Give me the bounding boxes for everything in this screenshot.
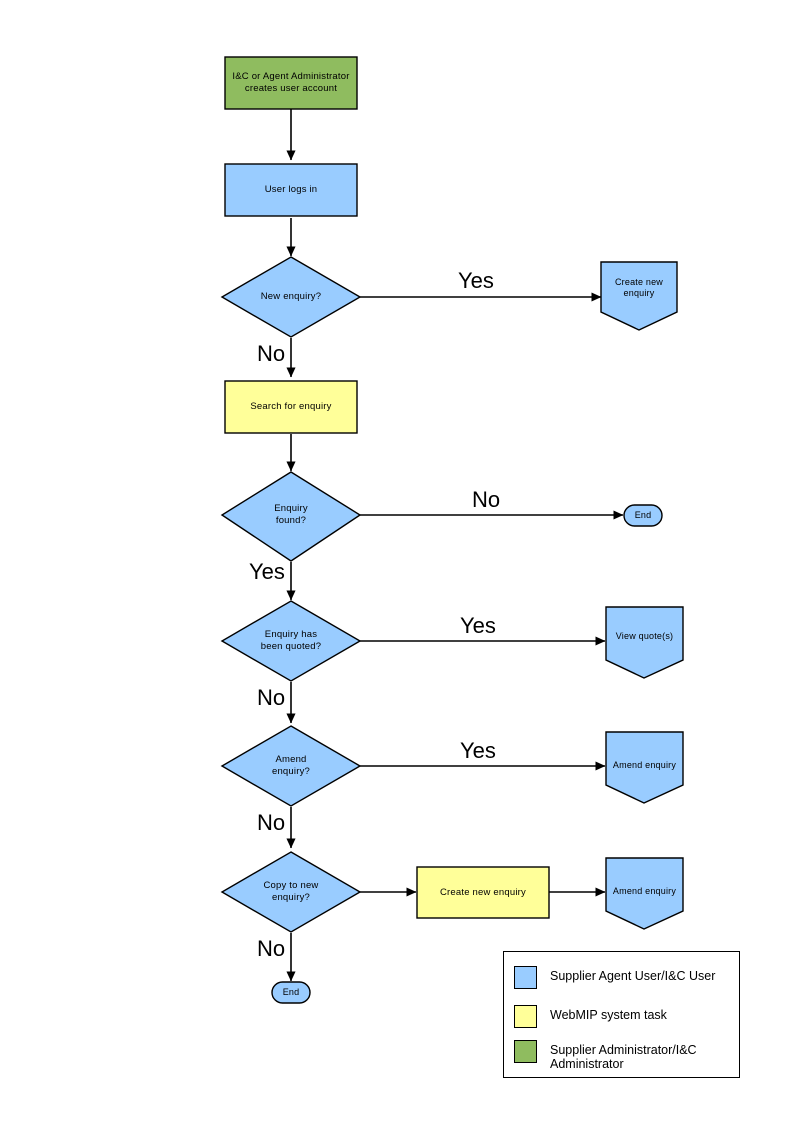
node-amend-enquiry-bottom (605, 857, 684, 930)
legend: Supplier Agent User/I&C User WebMIP syst… (503, 951, 740, 1078)
legend-item-admin: Supplier Administrator/I&C Administrator (514, 1040, 697, 1071)
node-amend-enquiry-mid (605, 731, 684, 804)
legend-swatch-system (514, 1005, 537, 1028)
node-create-new-enquiry-bottom (416, 866, 550, 919)
edge-label-enquiry-found-no: No (472, 487, 501, 512)
node-create-new-enquiry-top (600, 261, 678, 331)
node-user-logs-in (224, 163, 358, 217)
edge-label-amend-no: No (257, 810, 286, 835)
node-end-top (623, 504, 663, 527)
node-enquiry-found-decision (220, 471, 362, 562)
legend-swatch-user (514, 966, 537, 989)
legend-swatch-admin (514, 1040, 537, 1063)
node-end-bottom (271, 981, 311, 1004)
node-new-enquiry-decision (220, 256, 362, 338)
edge-label-quoted-no: No (257, 685, 286, 710)
legend-label-system: WebMIP system task (550, 1008, 667, 1022)
edge-label-new-enquiry-yes: Yes (458, 268, 494, 293)
edge-label-quoted-yes: Yes (460, 613, 496, 638)
node-copy-to-new-enquiry-decision (220, 851, 362, 933)
legend-label-admin: Supplier Administrator/I&C Administrator (550, 1043, 697, 1071)
legend-item-system: WebMIP system task (514, 1005, 667, 1028)
connectors (286, 109, 624, 982)
node-amend-enquiry-decision (220, 725, 362, 807)
node-view-quotes (605, 606, 684, 679)
edge-label-enquiry-found-yes: Yes (249, 559, 285, 584)
node-admin-creates-account (224, 56, 358, 110)
edge-label-copy-no: No (257, 936, 286, 961)
edge-label-new-enquiry-no: No (257, 341, 286, 366)
node-enquiry-quoted-decision (220, 600, 362, 682)
legend-label-user: Supplier Agent User/I&C User (550, 969, 716, 983)
legend-item-user: Supplier Agent User/I&C User (514, 966, 715, 989)
edge-label-amend-yes: Yes (460, 738, 496, 763)
node-search-for-enquiry (224, 380, 358, 434)
